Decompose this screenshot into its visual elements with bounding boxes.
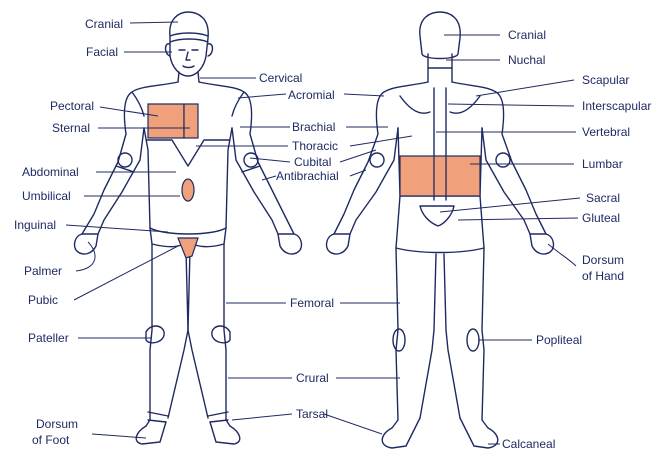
label-pateller: Pateller [28, 331, 69, 345]
label-sternal: Sternal [52, 121, 90, 135]
label-abdominal: Abdominal [22, 165, 79, 179]
label-dorsum-hand-line2: of Hand [582, 269, 624, 283]
label-palmer: Palmer [24, 264, 62, 278]
pectoral-region [147, 103, 185, 139]
label-popliteal: Popliteal [536, 333, 582, 347]
label-umbilical: Umbilical [22, 189, 71, 203]
lumbar-region-right [445, 155, 481, 197]
label-dorsum-foot-line2: of Foot [32, 433, 70, 447]
label-brachial: Brachial [292, 120, 335, 134]
pubic-region [177, 237, 199, 259]
label-sacral: Sacral [586, 191, 620, 205]
lumbar-region-spine [433, 155, 447, 197]
front-figure [73, 11, 303, 445]
back-figure [325, 11, 555, 449]
label-cubital: Cubital [294, 155, 331, 169]
label-acromial: Acromial [288, 88, 335, 102]
labels: Cranial Facial Cervical Acromial Pectora… [14, 17, 651, 451]
label-pubic: Pubic [28, 293, 58, 307]
label-pectoral: Pectoral [50, 99, 94, 113]
label-facial: Facial [86, 45, 118, 59]
label-thoracic: Thoracic [292, 139, 338, 153]
label-nuchal: Nuchal [508, 53, 545, 67]
label-cranial-back: Cranial [508, 28, 546, 42]
label-femoral: Femoral [290, 296, 334, 310]
label-interscapular: Interscapular [582, 99, 651, 113]
label-dorsum-hand-line1: Dorsum [582, 253, 624, 267]
label-lumbar: Lumbar [582, 157, 623, 171]
label-gluteal: Gluteal [582, 211, 620, 225]
sacral-region [419, 205, 455, 227]
label-cervical: Cervical [259, 71, 302, 85]
label-antibrachial: Antibrachial [276, 169, 339, 183]
label-dorsum-foot-line1: Dorsum [36, 417, 78, 431]
label-tarsal: Tarsal [296, 407, 328, 421]
umbilical-region [181, 178, 195, 202]
label-vertebral: Vertebral [582, 125, 630, 139]
sternal-region [183, 103, 199, 139]
lumbar-region [399, 155, 435, 197]
label-crural: Crural [296, 371, 329, 385]
label-inguinal: Inguinal [14, 218, 56, 232]
label-calcaneal: Calcaneal [502, 437, 555, 451]
label-cranial-front: Cranial [85, 17, 123, 31]
label-scapular: Scapular [582, 73, 629, 87]
leader-lines [65, 21, 581, 445]
